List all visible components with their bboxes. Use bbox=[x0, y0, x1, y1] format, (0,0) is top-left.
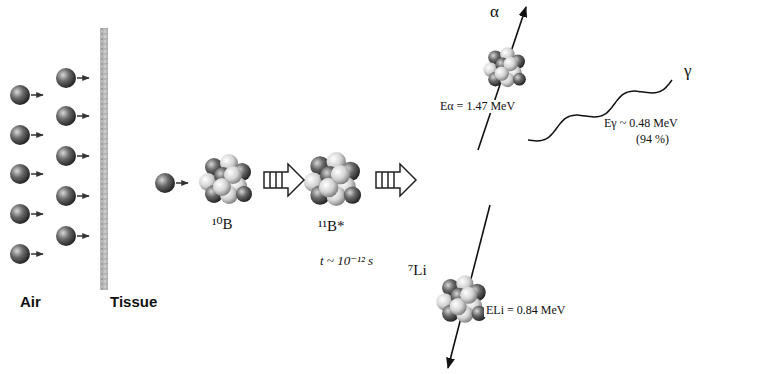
gamma-wave bbox=[528, 80, 672, 141]
tissue-boundary bbox=[100, 28, 108, 290]
energy-label: Eα = 1.47 MeV bbox=[438, 100, 517, 113]
boron10-nucleus bbox=[199, 154, 252, 204]
nuclide-label: ¹⁰B bbox=[212, 216, 233, 233]
region-label: Air bbox=[20, 294, 41, 311]
neutron bbox=[155, 173, 188, 193]
region-label: Tissue bbox=[110, 294, 157, 311]
particle-symbol: α bbox=[490, 3, 499, 22]
neutron-beam bbox=[10, 68, 89, 264]
nuclide-label: ¹¹B* bbox=[318, 218, 345, 235]
boron11-nucleus bbox=[304, 152, 361, 206]
branching-ratio: (94 %) bbox=[636, 133, 669, 146]
energy-label: Eγ ~ 0.48 MeV bbox=[602, 117, 680, 130]
alpha-nucleus bbox=[483, 47, 525, 87]
lifetime-note: t ~ 10⁻¹² s bbox=[320, 254, 373, 268]
reaction-arrow bbox=[264, 164, 304, 196]
energy-label: ELi = 0.84 MeV bbox=[484, 304, 567, 317]
nuclide-label: ⁷Li bbox=[408, 262, 427, 279]
lithium-nucleus bbox=[436, 275, 486, 323]
particle-symbol: γ bbox=[684, 62, 692, 81]
alpha-track bbox=[478, 7, 526, 150]
reaction-arrow bbox=[376, 164, 416, 196]
